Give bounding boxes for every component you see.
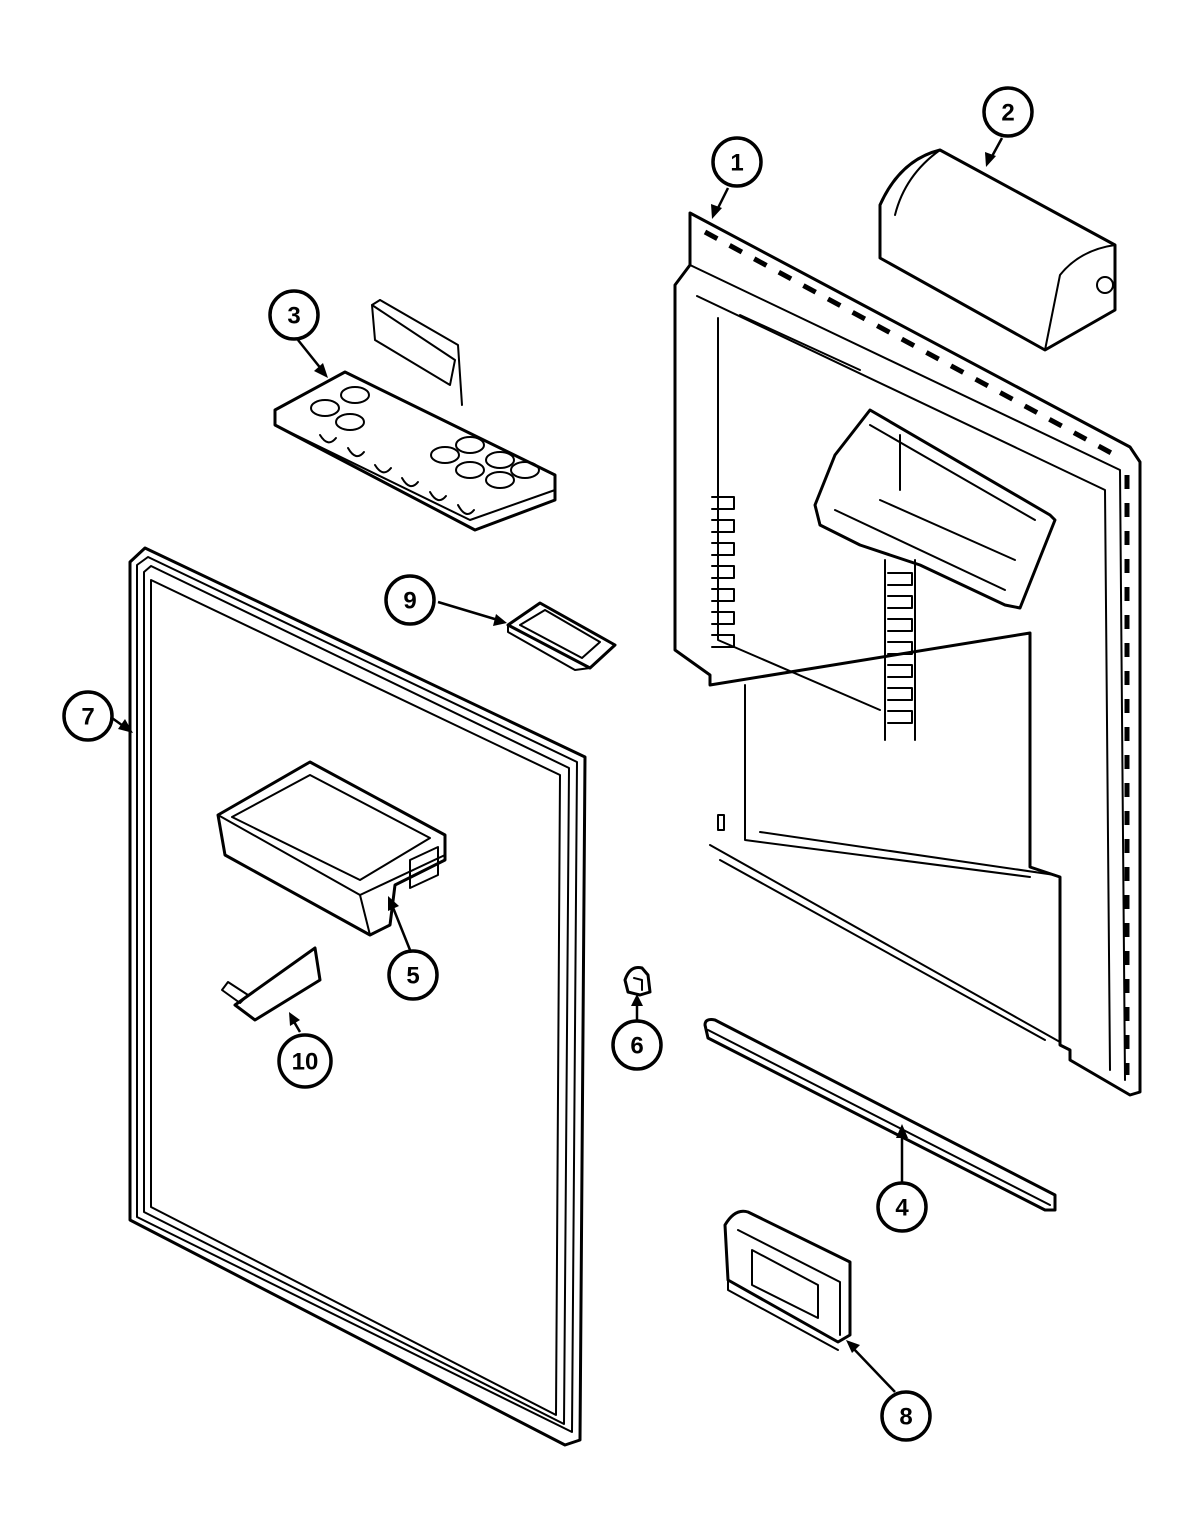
callout-4[interactable]: 4 (876, 1181, 928, 1233)
callout-9-label: 9 (403, 588, 416, 615)
door-bin-icon[interactable] (216, 760, 447, 937)
small-tray-icon[interactable] (506, 601, 617, 671)
bin-support-bracket-icon[interactable] (221, 946, 322, 1022)
callout-10[interactable]: 10 (277, 1033, 333, 1089)
callout-8[interactable]: 8 (880, 1390, 932, 1442)
callout-3-label: 3 (287, 303, 300, 330)
egg-tray-icon[interactable] (273, 299, 557, 532)
retainer-clip-icon[interactable] (623, 966, 652, 997)
callout-8-label: 8 (899, 1404, 912, 1431)
callout-10-label: 10 (292, 1049, 319, 1076)
callout-6-label: 6 (630, 1033, 643, 1060)
callout-5-label: 5 (406, 963, 419, 990)
door-shelf-bar-icon[interactable] (703, 1018, 1057, 1212)
door-gasket-icon[interactable] (128, 546, 587, 1447)
callout-6[interactable]: 6 (611, 1019, 663, 1071)
callout-4-label: 4 (895, 1195, 909, 1222)
callout-7-label: 7 (81, 704, 94, 731)
door-liner-icon[interactable] (673, 211, 1142, 1097)
bin-end-cap-icon[interactable] (723, 1209, 852, 1351)
callout-leaders (111, 137, 1004, 1393)
callout-9[interactable]: 9 (384, 574, 436, 626)
callout-7[interactable]: 7 (62, 690, 114, 742)
callout-5[interactable]: 5 (387, 949, 439, 1001)
dairy-door-bin-icon[interactable] (878, 148, 1117, 352)
callout-2[interactable]: 2 (982, 86, 1034, 138)
callout-2-label: 2 (1001, 100, 1014, 127)
callout-1[interactable]: 1 (711, 136, 763, 188)
callout-3[interactable]: 3 (268, 289, 320, 341)
callout-1-label: 1 (730, 150, 743, 177)
